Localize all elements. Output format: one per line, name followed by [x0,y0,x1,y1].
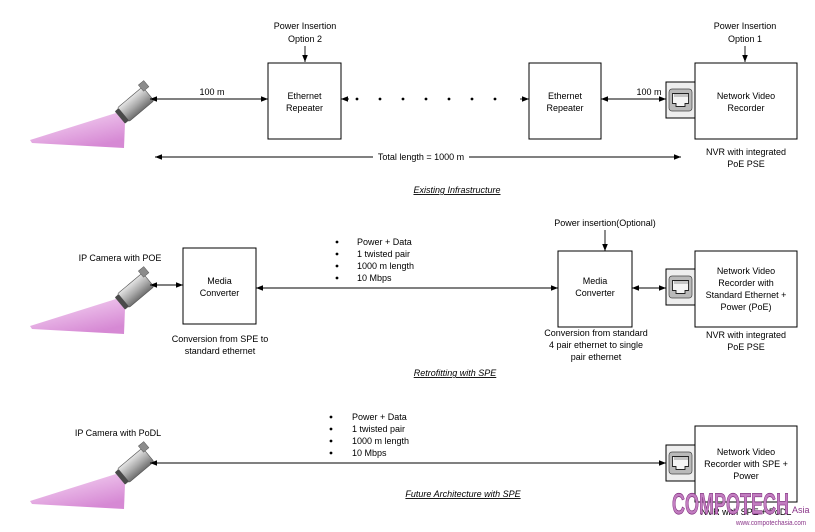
watermark-region: Asia [792,505,810,515]
spe-link-feature-list: Power + Data 1 twisted pair 1000 m lengt… [335,237,414,283]
feature-item: Power + Data [352,412,407,422]
network-video-recorder-box [694,425,798,503]
media-converter-b-box [557,250,633,328]
media-converter-b-line2: Converter [575,288,615,298]
media-converter-a-line2: Converter [200,288,240,298]
nvr-line1: Network Video [717,266,775,276]
feature-item: 10 Mbps [357,273,392,283]
ethernet-repeater-a-line1: Ethernet [287,91,322,101]
bullet [335,264,339,268]
ip-camera-icon [29,441,159,510]
nvr-line3: Power [733,471,759,481]
section-caption-future: Future Architecture with SPE [405,489,521,499]
bullet [329,439,333,443]
feature-item: Power + Data [357,237,412,247]
ethernet-repeater-b-line1: Ethernet [548,91,583,101]
camera-link-length-label: 100 m [199,87,224,97]
ethernet-repeater-a-line2: Repeater [286,103,323,113]
feature-item: 1000 m length [357,261,414,271]
media-converter-a-line1: Media [207,276,232,286]
ethernet-repeater-a-box [267,62,342,140]
dotted-link-dot [493,97,497,101]
dotted-link-dot [378,97,382,101]
ip-camera-icon [29,266,159,335]
dotted-link-dot [355,97,359,101]
nvr-link-length-label: 100 m [636,87,661,97]
ip-camera-icon [29,80,159,149]
bullet [335,276,339,280]
dotted-link-dot [470,97,474,101]
media-converter-b-line1: Media [583,276,608,286]
nvr-note-line2: PoE PSE [727,159,765,169]
section-caption-existing: Existing Infrastructure [413,185,500,195]
power-insertion-option-2-line1: Power Insertion [274,21,337,31]
bullet [335,240,339,244]
dotted-link-dot [401,97,405,101]
bullet [335,252,339,256]
nvr-note: NVR with SPE + PoDL [701,507,792,517]
watermark-brand: COMPOTECH [672,488,789,521]
nvr-note-line1: NVR with integrated [706,330,786,340]
nvr-line2: Recorder with SPE + [704,459,788,469]
future-architecture-section: IP Camera with PoDL Power + Data 1 twist… [29,412,798,517]
nvr-note-line2: PoE PSE [727,342,765,352]
network-video-recorder-box [694,62,798,140]
compotech-watermark: COMPOTECH Asia www.compotechasia.com [672,488,810,527]
nvr-line3: Standard Ethernet + [706,290,787,300]
nvr-line1: Network Video [717,91,775,101]
nvr-note-line1: NVR with integrated [706,147,786,157]
bullet [329,427,333,431]
retrofitting-section: IP Camera with POE Media Converter Power… [29,218,798,378]
section-caption-retrofit: Retrofitting with SPE [414,368,498,378]
power-insertion-option-2-line2: Option 2 [288,34,322,44]
existing-infrastructure-section: Power Insertion Option 2 Ethernet Repeat… [29,21,798,195]
nvr-line2: Recorder with [718,278,774,288]
bullet [329,415,333,419]
nvr-line1: Network Video [717,447,775,457]
nvr-line2: Recorder [727,103,764,113]
dotted-link-dot [424,97,428,101]
spe-link-feature-list: Power + Data 1 twisted pair 1000 m lengt… [329,412,409,458]
dotted-link-dot [447,97,451,101]
total-length-label: Total length = 1000 m [378,152,464,162]
repeater-chain-dotted-link [341,96,529,102]
converter-b-note-line2: 4 pair ethernet to single [549,340,643,350]
media-converter-a-box [182,247,257,325]
feature-item: 1000 m length [352,436,409,446]
ethernet-repeater-b-box [528,62,602,140]
power-insertion-option-1-line1: Power Insertion [714,21,777,31]
ethernet-port-icon [665,268,696,306]
ethernet-port-icon [665,444,696,482]
network-video-recorder-box [694,250,798,328]
converter-a-note-line1: Conversion from SPE to [172,334,269,344]
converter-b-note-line3: pair ethernet [571,352,622,362]
watermark-url: www.compotechasia.com [735,520,806,527]
ip-camera-podl-label: IP Camera with PoDL [75,428,161,438]
feature-item: 1 twisted pair [352,424,405,434]
power-insertion-option-1-line2: Option 1 [728,34,762,44]
ip-camera-poe-label: IP Camera with POE [79,253,162,263]
bullet [329,451,333,455]
converter-a-note-line2: standard ethernet [185,346,256,356]
feature-item: 10 Mbps [352,448,387,458]
ethernet-repeater-b-line2: Repeater [546,103,583,113]
power-insertion-optional-label: Power insertion(Optional) [554,218,656,228]
nvr-line4: Power (PoE) [720,302,771,312]
feature-item: 1 twisted pair [357,249,410,259]
converter-b-note-line1: Conversion from standard [544,328,648,338]
ethernet-port-icon [665,81,696,119]
